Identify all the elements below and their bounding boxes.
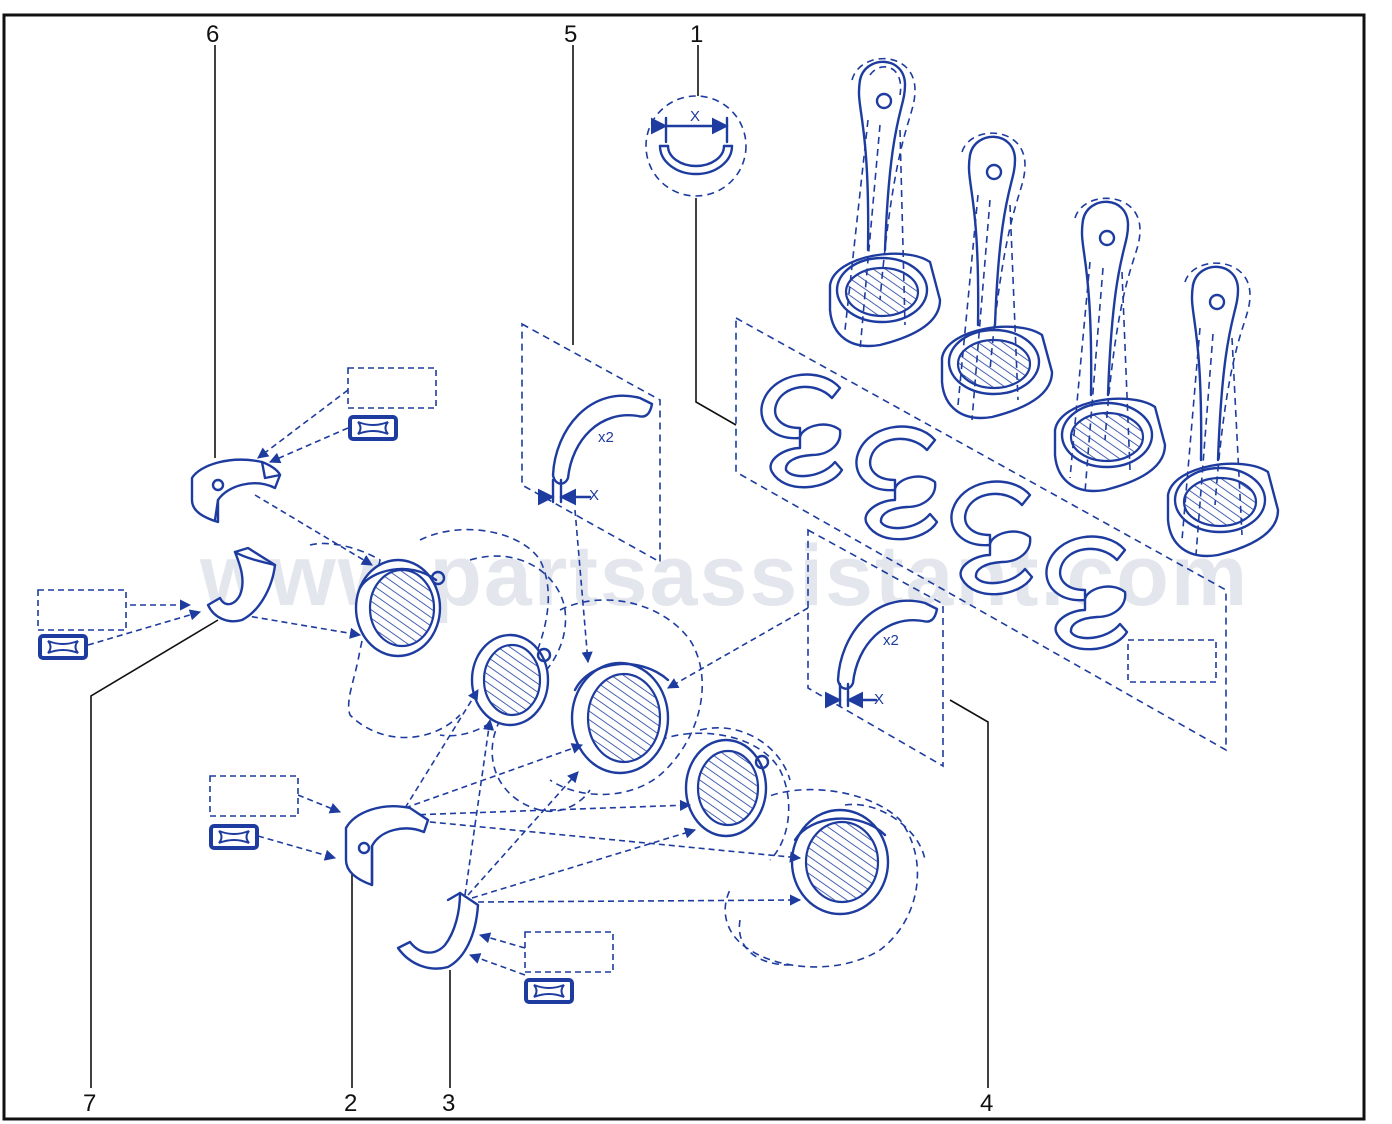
grade-badge-icon-part-3 <box>524 978 574 1004</box>
callout-3: 3 <box>442 1090 455 1117</box>
conrod-bearing-shells <box>760 373 1129 651</box>
thrust-washer-upper-qty: x2 <box>598 429 614 446</box>
thrust-washer-lower-dim: X <box>874 691 884 708</box>
callout-5: 5 <box>564 21 577 48</box>
connecting-rod-4 <box>1166 262 1280 558</box>
grade-badge-icon-part-7 <box>38 634 88 660</box>
detail-dimension-label: X <box>690 108 700 125</box>
thrust-washer-upper <box>551 394 654 485</box>
conrod-bearing-panel <box>735 316 1227 752</box>
conrod-bearing-shell-4 <box>1045 535 1129 651</box>
thrust-washer-panel-upper: x2 X <box>521 322 661 564</box>
callout-2: 2 <box>344 1090 357 1117</box>
connecting-rod-2 <box>940 132 1054 421</box>
callout-6: 6 <box>206 21 219 48</box>
conrod-bearing-spec-box <box>1127 639 1217 683</box>
spec-boxes <box>37 367 614 973</box>
leader-lines <box>90 45 989 1088</box>
main-bearing-shell-lower <box>396 891 480 970</box>
grade-badge-icon-part-6 <box>348 415 398 441</box>
grade-badge-icon-part-2 <box>209 824 259 850</box>
main-bearing-shell-upper <box>344 805 430 887</box>
main-bearing-shell-lower-thrust <box>206 546 277 623</box>
callout-1: 1 <box>690 21 703 48</box>
callout-4: 4 <box>980 1090 993 1117</box>
spec-box-part-2 <box>209 775 299 817</box>
conrod-bearing-shell-2 <box>855 425 939 541</box>
conrod-bearing-shell-1 <box>760 373 844 489</box>
bearing-thickness-detail: X <box>645 95 747 197</box>
thrust-washer-upper-dim: X <box>589 487 599 504</box>
thrust-washer-lower-qty: x2 <box>883 632 899 649</box>
connecting-rod-3 <box>1053 197 1167 493</box>
spec-box-part-3 <box>524 931 614 973</box>
thrust-washer-lower <box>836 599 939 690</box>
assembly-arrows <box>87 389 809 976</box>
main-bearing-shell-upper-thrust <box>190 458 282 524</box>
spec-box-part-7 <box>37 589 127 631</box>
conrod-bearing-shell-3 <box>950 480 1034 596</box>
connecting-rods <box>828 57 1280 558</box>
diagram-frame <box>2 13 1366 1121</box>
engine-block-main-bearing-seats <box>309 528 926 968</box>
thrust-washer-panel-lower: x2 X <box>807 528 944 768</box>
callout-numbers: 6 5 1 7 2 3 4 <box>83 21 993 1117</box>
spec-box-part-6 <box>347 367 437 409</box>
callout-7: 7 <box>83 1090 96 1117</box>
connecting-rod-1 <box>828 57 942 351</box>
